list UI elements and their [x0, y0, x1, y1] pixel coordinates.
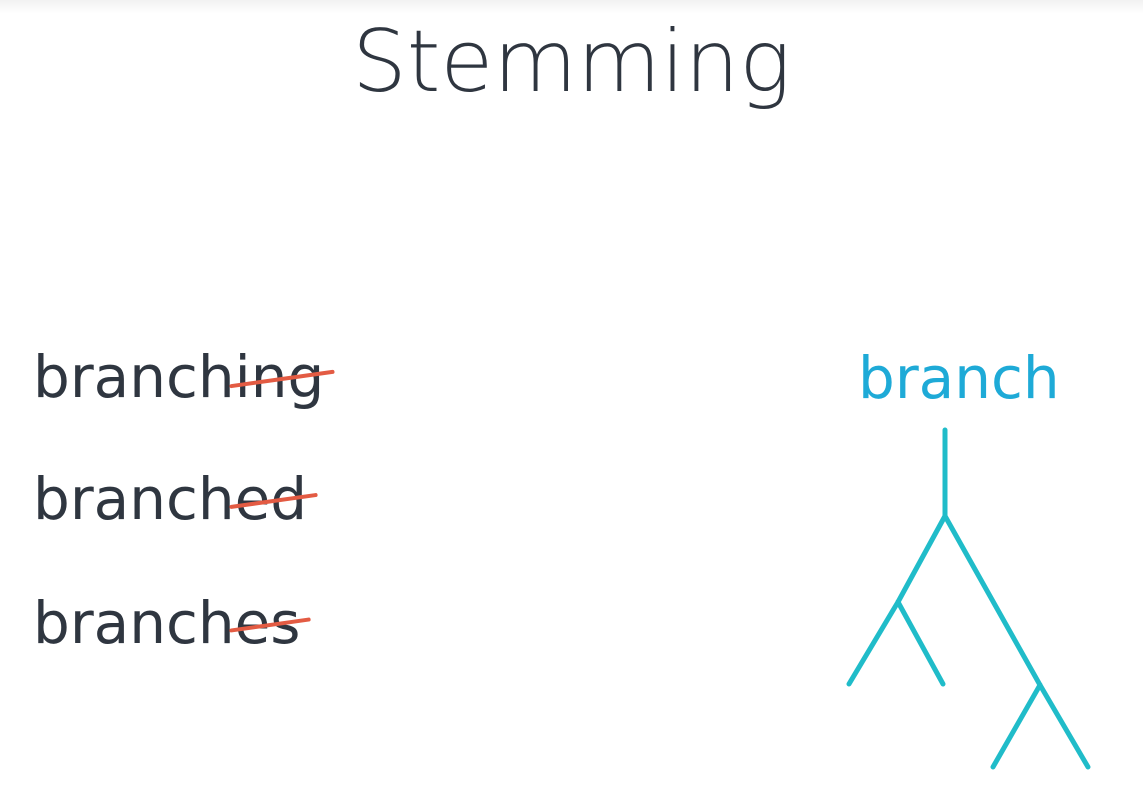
- tree-twig-left-b: [895, 599, 946, 687]
- word-stem: branch: [33, 343, 235, 411]
- page-title: Stemming: [352, 12, 791, 112]
- word-branches: branches: [33, 588, 301, 658]
- word-branched: branched: [33, 464, 307, 534]
- word-suffix-struck: ed: [234, 465, 308, 533]
- tree-branch-right: [942, 513, 1043, 688]
- word-suffix-struck: es: [234, 589, 301, 657]
- tree-twig-right-b: [1037, 682, 1091, 770]
- word-stem: branch: [33, 589, 235, 657]
- top-bar: [0, 0, 1143, 14]
- word-suffix-struck: ing: [234, 343, 325, 411]
- tree-twig-left-a: [846, 599, 901, 687]
- stem-result: branch: [858, 344, 1060, 412]
- tree-twig-right-a: [990, 682, 1043, 770]
- word-stem: branch: [33, 465, 235, 533]
- word-branching: branching: [33, 342, 324, 412]
- tree-branch-left: [895, 513, 948, 605]
